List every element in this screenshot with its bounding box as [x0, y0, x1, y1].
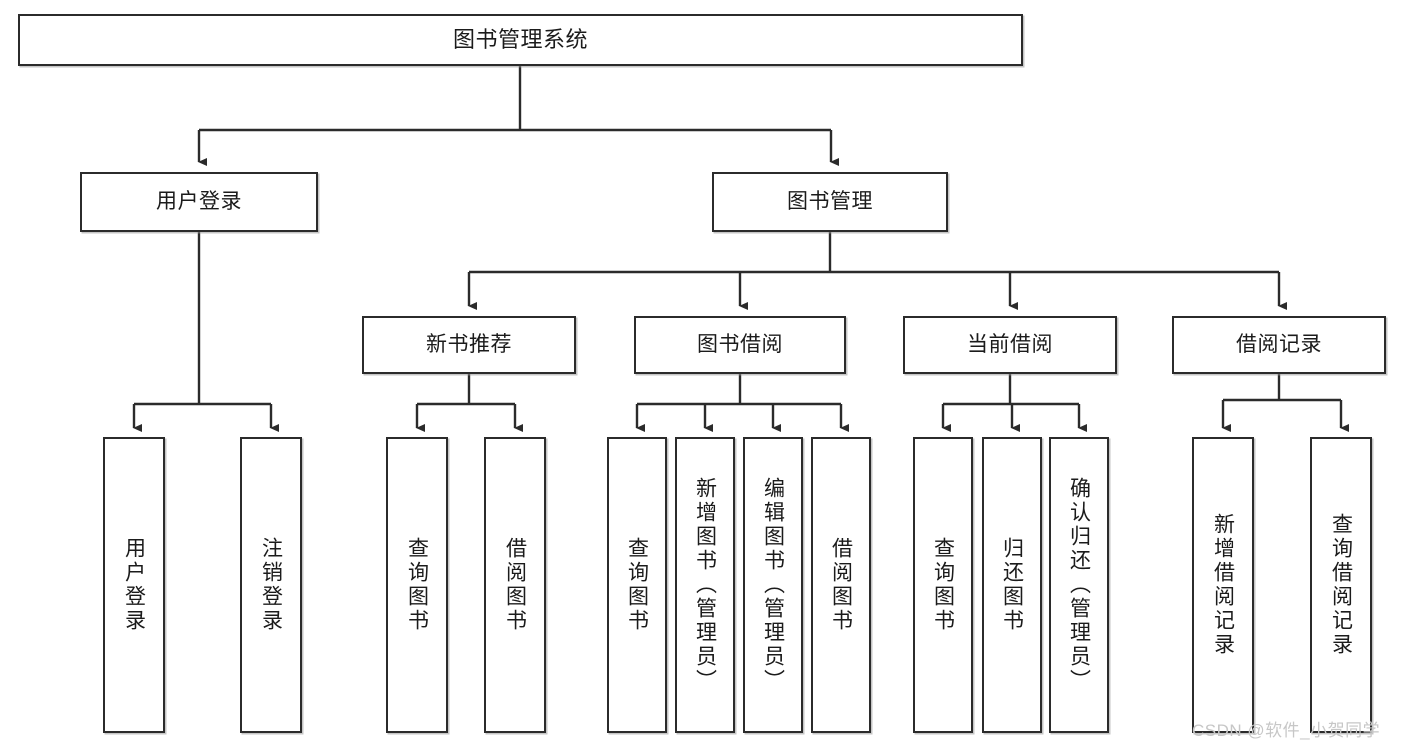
node-current-borrow-label: 当前借阅: [967, 332, 1053, 356]
node-leaf-query-record-label: 查询借阅记录: [1329, 513, 1353, 657]
node-book-borrow[interactable]: 图书借阅: [634, 316, 846, 374]
node-leaf-borrow-book-1[interactable]: 借阅图书: [484, 437, 546, 733]
node-borrow-record[interactable]: 借阅记录: [1172, 316, 1386, 374]
node-leaf-query-book-1-label: 查询图书: [405, 537, 429, 633]
node-root-label: 图书管理系统: [452, 27, 588, 53]
node-leaf-edit-book-label: 编辑图书（管理员）: [761, 477, 785, 693]
node-leaf-return-book-label: 归还图书: [1000, 537, 1024, 633]
node-leaf-logout-label: 注销登录: [259, 537, 283, 633]
node-new-book-recommend[interactable]: 新书推荐: [362, 316, 576, 374]
node-leaf-query-book-2-label: 查询图书: [625, 537, 649, 633]
node-book-borrow-label: 图书借阅: [697, 332, 783, 356]
node-leaf-logout[interactable]: 注销登录: [240, 437, 302, 733]
node-leaf-query-book-3-label: 查询图书: [931, 537, 955, 633]
node-leaf-query-book-2[interactable]: 查询图书: [607, 437, 667, 733]
node-new-book-recommend-label: 新书推荐: [426, 332, 512, 356]
node-book-manage[interactable]: 图书管理: [712, 172, 948, 232]
node-leaf-add-book-label: 新增图书（管理员）: [693, 477, 717, 693]
csdn-watermark: CSDN @软件_小贺同学: [1192, 721, 1381, 740]
node-leaf-add-record-label: 新增借阅记录: [1211, 513, 1235, 657]
node-leaf-query-book-1[interactable]: 查询图书: [386, 437, 448, 733]
node-leaf-borrow-book-1-label: 借阅图书: [503, 537, 527, 633]
node-leaf-query-book-3[interactable]: 查询图书: [913, 437, 973, 733]
node-user-login[interactable]: 用户登录: [80, 172, 318, 232]
node-leaf-return-book[interactable]: 归还图书: [982, 437, 1042, 733]
node-leaf-edit-book[interactable]: 编辑图书（管理员）: [743, 437, 803, 733]
node-leaf-borrow-book-2-label: 借阅图书: [829, 537, 853, 633]
node-leaf-confirm-return[interactable]: 确认归还（管理员）: [1049, 437, 1109, 733]
node-leaf-add-book[interactable]: 新增图书（管理员）: [675, 437, 735, 733]
node-leaf-user-login-label: 用户登录: [122, 537, 146, 633]
node-leaf-borrow-book-2[interactable]: 借阅图书: [811, 437, 871, 733]
node-book-manage-label: 图书管理: [787, 189, 873, 213]
node-leaf-confirm-return-label: 确认归还（管理员）: [1067, 477, 1091, 693]
node-borrow-record-label: 借阅记录: [1236, 332, 1322, 356]
node-root[interactable]: 图书管理系统: [18, 14, 1023, 66]
node-leaf-user-login[interactable]: 用户登录: [103, 437, 165, 733]
node-leaf-query-record[interactable]: 查询借阅记录: [1310, 437, 1372, 733]
node-user-login-label: 用户登录: [156, 189, 242, 213]
node-current-borrow[interactable]: 当前借阅: [903, 316, 1117, 374]
node-leaf-add-record[interactable]: 新增借阅记录: [1192, 437, 1254, 733]
